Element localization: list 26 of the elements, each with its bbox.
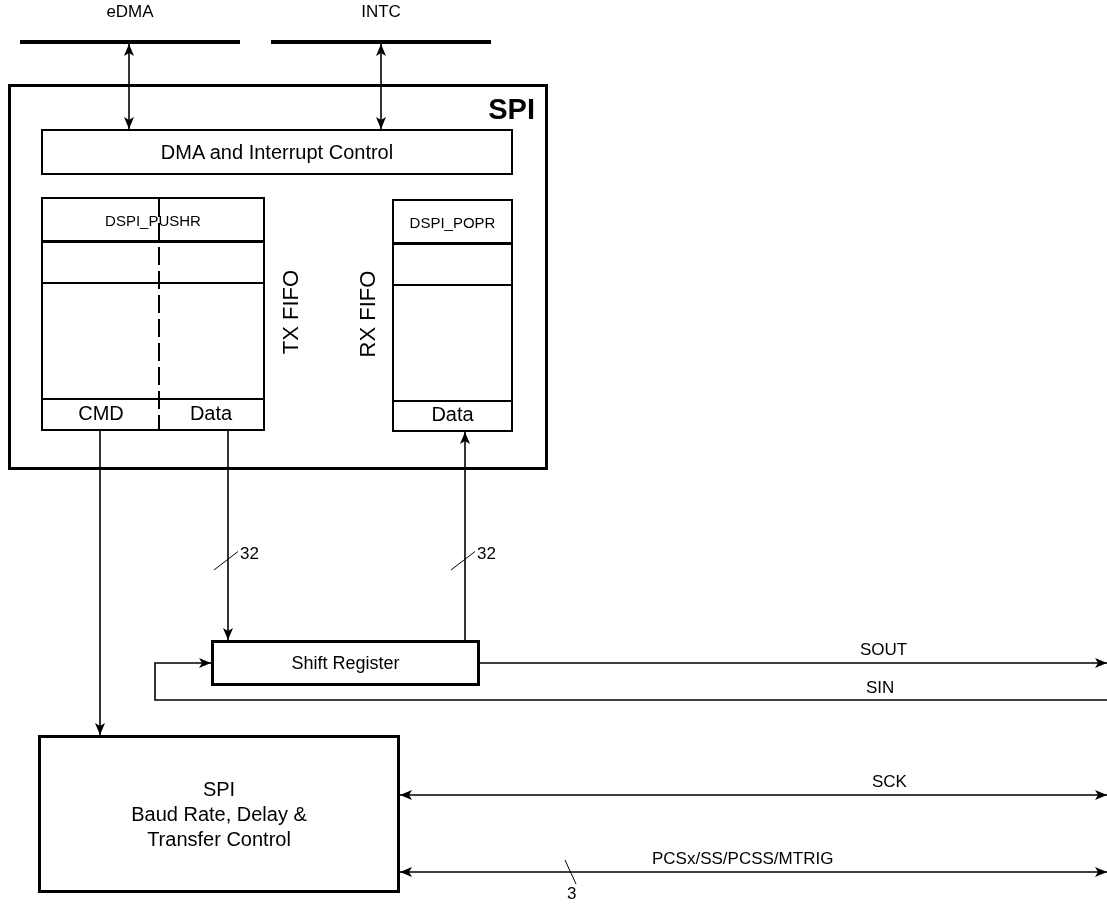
control-block [38,735,400,893]
connector-arrow [124,43,134,130]
connector-arrow [460,431,470,641]
register-name: DSPI_POPR [408,214,497,231]
connector-arrow [479,658,1107,668]
bus-name: INTC [360,2,402,22]
fifo-label: TX FIFO [277,268,304,357]
block-box: Shift Register [211,640,480,686]
connector-arrow [399,867,1107,877]
field-label: CMD [77,402,125,425]
module-frame [8,84,548,470]
field-label: Data [430,403,475,426]
bus-name: eDMA [105,2,155,22]
block-box: DMA and Interrupt Control [41,129,513,175]
connector-arrow [376,43,386,130]
field-label: Data [188,402,234,425]
fifo-label: RX FIFO [354,269,381,360]
module-title: SPI [488,93,535,126]
connector-arrow [154,658,1107,701]
block-title: SPI [202,776,236,802]
block-description: Baud Rate, Delay & Transfer Control [130,801,308,852]
bus-width-label: 3 [567,884,577,904]
connector-arrow [95,430,105,736]
connector-arrow [399,790,1107,800]
register-name: DSPI_PUSHR [104,212,202,229]
connector-arrow [223,430,233,641]
